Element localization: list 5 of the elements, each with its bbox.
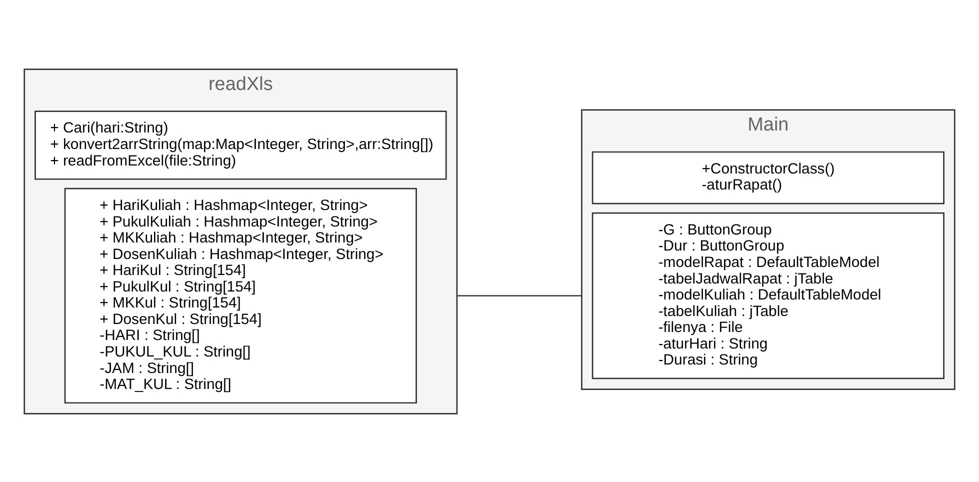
node-box: -G : ButtonGroup -Dur : ButtonGroup -modelRapat : DefaultTableModel -tabelJadwalRapat : jTable -modelKuliah : DefaultTableModel -tabelKuliah : jTable -filenya : File -aturHari : String -Durasi : String xyxy=(592,212,944,379)
node-box: +ConstructorClass() -aturRapat() xyxy=(592,150,944,204)
node-box: + HariKuliah : Hashmap<Integer, String> + PukulKuliah : Hashmap<Integer, String> + MKKuliah : Hashmap<Integer, String> + DosenKuliah : Hashmap<Integer, String> + HariKul : String[154] + PukulKul : String[154] + MKKul : String[154] + DosenKul : String[154] -HARI : String[] -PUKUL_KUL : String[] -JAM : String[] -MAT_KUL : String[] xyxy=(64,187,417,404)
connector xyxy=(456,294,582,296)
node-box: + Cari(hari:String) + konvert2arrString(map:Map<Integer, String>,arr:String[]) + readFromExcel(file:String) xyxy=(34,110,447,180)
